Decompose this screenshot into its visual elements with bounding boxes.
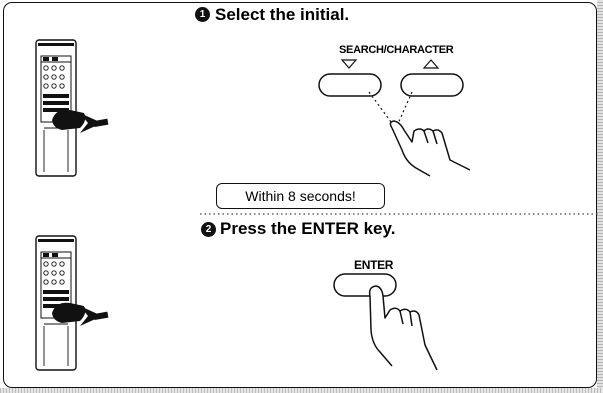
- step1-instruction: Select the initial.: [215, 5, 350, 24]
- enter-button: [333, 273, 397, 297]
- enter-button-illustration: [333, 273, 397, 297]
- step1-number-badge: 1: [195, 7, 210, 22]
- search-character-buttons: [318, 59, 464, 127]
- pressing-hand-icon: [368, 285, 438, 371]
- search-down-button: [318, 73, 382, 97]
- timing-note-box: Within 8 seconds!: [216, 183, 385, 209]
- step2-instruction: Press the ENTER key.: [220, 219, 396, 238]
- step2-number-badge: 2: [201, 222, 216, 237]
- up-triangle-icon: [422, 59, 440, 69]
- search-character-label: SEARCH/CHARACTER: [339, 44, 454, 56]
- scan-shade-bottom: [0, 388, 603, 393]
- search-up-button: [400, 73, 464, 97]
- down-triangle-icon: [340, 59, 358, 69]
- pointing-hand-icon: [389, 120, 471, 177]
- remote-control-illustration-1: [35, 39, 109, 177]
- instruction-frame: [3, 2, 597, 388]
- enter-label: ENTER: [354, 258, 394, 272]
- remote-control-illustration-2: [35, 235, 109, 371]
- scan-shade-right: [597, 0, 603, 393]
